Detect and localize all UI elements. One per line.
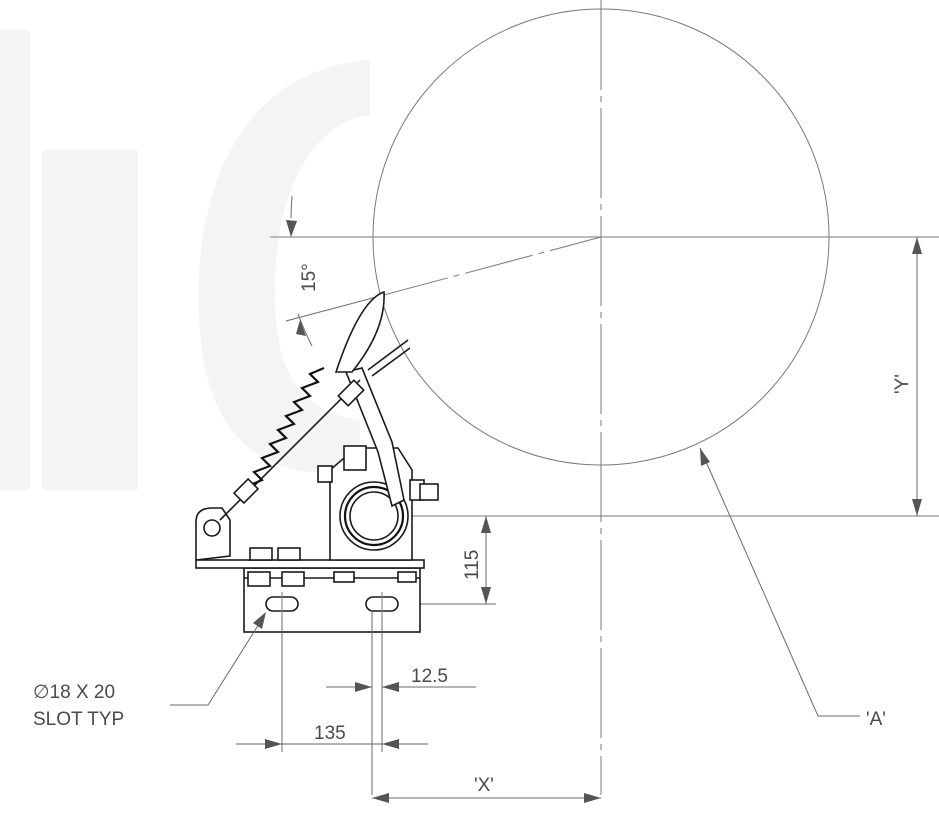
x-dimension-label: 'X': [474, 775, 494, 796]
a-reference-label: 'A': [866, 709, 886, 730]
slot-note: ∅18 X 20 SLOT TYP: [33, 612, 266, 730]
spacing-dimension: 135: [236, 616, 428, 752]
watermark: [0, 30, 370, 490]
offset-dimension-label: 12.5: [411, 666, 448, 687]
reference-circle: [372, 8, 830, 466]
offset-dimension: 12.5: [326, 610, 476, 795]
spacing-dimension-label: 135: [314, 723, 346, 744]
height-dimension: 115: [415, 516, 496, 605]
mount-assembly: [195, 290, 439, 633]
y-dimension-label: 'Y': [892, 374, 913, 394]
center-lines: [270, 0, 939, 795]
slot-note-line1: ∅18 X 20: [33, 682, 115, 703]
y-dimension: 'Y': [892, 237, 922, 516]
angle-dimension: 15°: [285, 195, 385, 347]
angle-label: 15°: [299, 263, 320, 292]
slot-note-line2: SLOT TYP: [33, 709, 124, 730]
tension-spring: [219, 366, 365, 521]
a-reference: 'A': [699, 447, 886, 730]
height-dimension-label: 115: [462, 550, 483, 580]
x-dimension: 'X': [372, 775, 601, 803]
